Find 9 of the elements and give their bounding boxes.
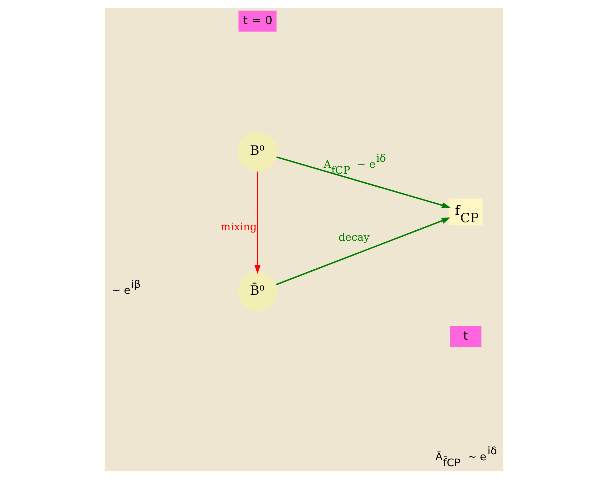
label: t = 0: [243, 13, 273, 28]
node-circle: B̄⁰: [238, 272, 278, 312]
arrow: [276, 218, 451, 286]
arrow: [254, 172, 261, 274]
node-circle: B⁰: [238, 132, 278, 172]
label: t: [463, 328, 468, 343]
edge-label: decay: [338, 232, 370, 244]
edge-label: mixing: [220, 221, 258, 234]
arrow: [276, 156, 451, 208]
